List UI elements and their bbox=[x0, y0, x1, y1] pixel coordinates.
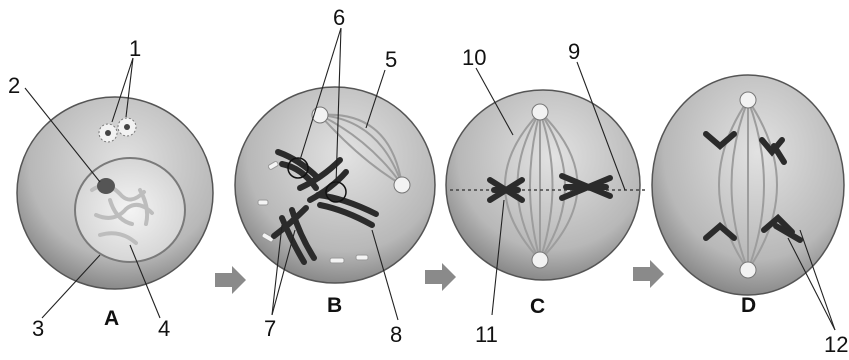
stage-label-c: C bbox=[530, 295, 545, 318]
stage-c-chromosomes bbox=[487, 173, 613, 203]
callout-11: 11 bbox=[475, 322, 498, 347]
stage-a-cell bbox=[16, 96, 214, 290]
centrosome-top bbox=[311, 106, 329, 124]
callout-10: 10 bbox=[462, 45, 486, 70]
centrosome-pair bbox=[98, 117, 137, 143]
stage-d-spindle bbox=[718, 99, 778, 271]
callout-7: 7 bbox=[264, 316, 276, 341]
arrow-c-to-d-icon bbox=[633, 260, 664, 288]
centrosome-right bbox=[393, 176, 411, 194]
centrosome-top bbox=[531, 103, 549, 121]
callout-3: 3 bbox=[32, 316, 44, 341]
stage-c-cell bbox=[445, 89, 645, 281]
centrosome-bottom bbox=[739, 261, 757, 279]
nucleolus bbox=[97, 178, 115, 194]
callout-12: 12 bbox=[824, 332, 848, 357]
centrosome-bottom bbox=[531, 251, 549, 269]
stage-label-a: A bbox=[104, 307, 119, 330]
callout-6: 6 bbox=[333, 5, 345, 30]
callout-8: 8 bbox=[390, 322, 402, 347]
nuclear-envelope-fragments bbox=[257, 161, 369, 264]
callout-5: 5 bbox=[385, 47, 397, 72]
stage-b-cell bbox=[234, 86, 436, 284]
stage-labels: A B C D bbox=[104, 294, 756, 330]
leader-lines bbox=[24, 27, 836, 331]
stage-label-b: B bbox=[327, 294, 342, 317]
callout-9: 9 bbox=[568, 39, 580, 64]
stage-a-nucleus bbox=[74, 157, 186, 263]
stage-label-d: D bbox=[741, 294, 756, 317]
callout-labels: 1 2 3 4 5 6 7 8 9 10 11 12 bbox=[8, 5, 848, 357]
callout-2: 2 bbox=[8, 73, 20, 98]
callout-4: 4 bbox=[158, 316, 170, 341]
centromere-marker bbox=[287, 157, 309, 179]
centrosome-top bbox=[739, 91, 757, 109]
arrow-b-to-c-icon bbox=[425, 263, 456, 291]
arrow-a-to-b-icon bbox=[215, 266, 246, 294]
stage-b-spindle bbox=[319, 113, 403, 186]
callout-1: 1 bbox=[129, 36, 141, 61]
stage-d-chromosomes bbox=[703, 131, 803, 243]
stage-d-cell bbox=[651, 74, 845, 296]
